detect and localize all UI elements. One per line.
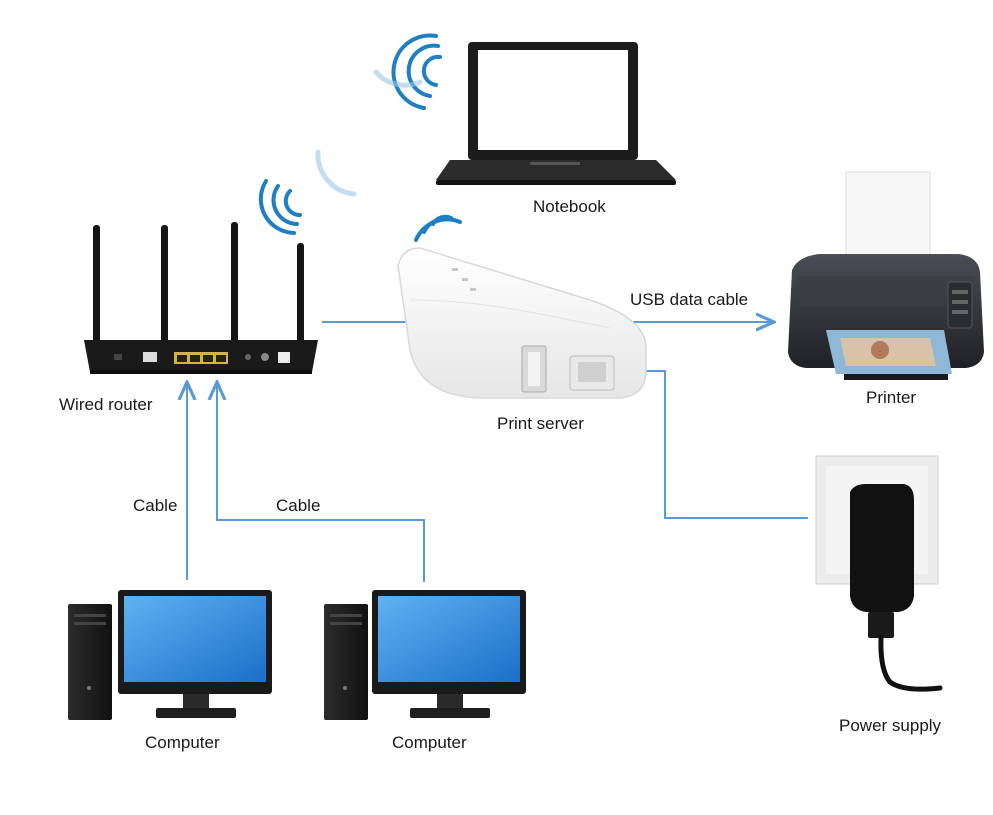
printer-label: Printer bbox=[866, 388, 917, 407]
power-supply-icon bbox=[815, 455, 943, 692]
cable-right-line bbox=[217, 384, 425, 582]
notebook-icon bbox=[436, 42, 676, 185]
print-server-icon bbox=[397, 247, 647, 399]
router-wifi-icon bbox=[258, 149, 357, 235]
notebook-wifi-icon bbox=[373, 33, 442, 110]
computer-right-icon bbox=[324, 590, 526, 720]
computer-right-label: Computer bbox=[392, 733, 467, 752]
cable-left-label: Cable bbox=[133, 496, 178, 515]
computer-left-label: Computer bbox=[145, 733, 220, 752]
printer-icon bbox=[788, 171, 984, 380]
notebook-label: Notebook bbox=[533, 197, 606, 216]
router-icon bbox=[84, 222, 318, 374]
computer-left-icon bbox=[68, 590, 272, 720]
print-server-label: Print server bbox=[497, 414, 584, 433]
usb-cable-label: USB data cable bbox=[630, 290, 749, 309]
server-wifi-icon bbox=[414, 214, 462, 242]
power-supply-label: Power supply bbox=[839, 716, 942, 735]
wired-router-label: Wired router bbox=[59, 395, 153, 414]
power-line bbox=[645, 370, 808, 519]
cable-right-label: Cable bbox=[276, 496, 321, 515]
